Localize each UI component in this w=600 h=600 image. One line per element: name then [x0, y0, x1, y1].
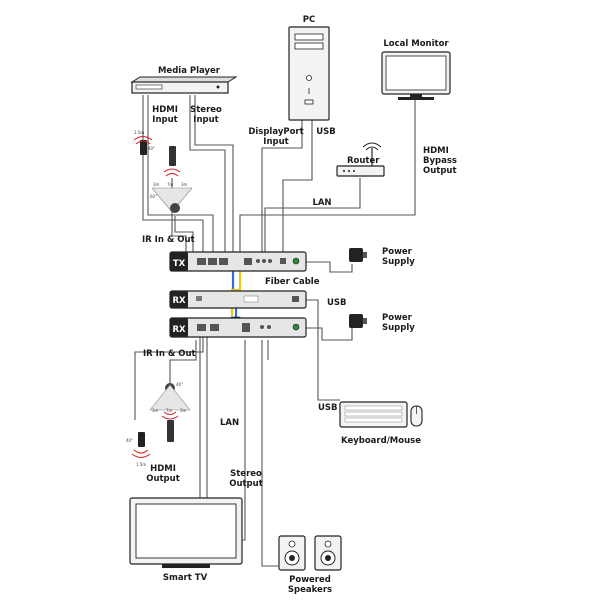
stereo-input-label-2: Input	[193, 115, 218, 125]
cables	[134, 95, 416, 567]
cable-hdmi-bypass	[239, 99, 416, 255]
local-monitor-label: Local Monitor	[383, 39, 449, 49]
ir-bottom-dist-1: 3m	[152, 408, 159, 413]
cable-usb-keyboard	[304, 299, 340, 401]
powered-speakers	[278, 535, 342, 571]
usb-keyboard-label: USB	[318, 403, 338, 413]
ir-dist-2: 7m	[167, 182, 174, 187]
power-supply-tx-2: Supply	[382, 257, 415, 267]
lan-top-label: LAN	[312, 198, 331, 208]
hdmi-output-label-2: Output	[146, 474, 180, 484]
usb-rx-label: USB	[327, 298, 347, 308]
usb-pc-label: USB	[316, 127, 336, 137]
cable-ir-top	[174, 216, 194, 255]
cable-media-stereo-2	[194, 95, 234, 255]
power-adapter-tx	[349, 248, 367, 262]
local-monitor	[381, 51, 451, 100]
cable-media-hdmi-1	[142, 95, 204, 255]
cable-ir-bottom-2	[169, 340, 197, 385]
fiber-cable-label: Fiber Cable	[265, 277, 320, 287]
rx-unit-front	[169, 290, 307, 309]
keyboard-mouse	[339, 401, 423, 428]
ir-bottom-dist-3: 3m	[180, 408, 187, 413]
ir-bottom-angle-1: 40°	[176, 382, 183, 387]
hdmi-bypass-label-1: HDMI	[423, 146, 449, 156]
ir-in-out-bottom-label: IR In & Out	[143, 349, 196, 359]
hdmi-bypass-label-3: Output	[423, 166, 457, 176]
cable-ir-bottom	[134, 335, 204, 420]
ir-emitter-bottom	[131, 432, 151, 458]
cable-lan-top	[264, 178, 361, 255]
ir-bottom-distance: 1.5m	[136, 462, 146, 467]
router-label: Router	[347, 156, 380, 166]
ir-receiver-bottom	[149, 383, 191, 442]
pc-tower	[288, 26, 330, 121]
cable-power-tx	[306, 261, 353, 273]
smart-tv-label: Smart TV	[163, 573, 208, 583]
powered-speakers-label-2: Speakers	[288, 585, 332, 595]
ir-side-angle: 60°	[150, 194, 157, 199]
power-supply-rx-2: Supply	[382, 323, 415, 333]
media-player	[130, 76, 238, 94]
cable-media-stereo	[189, 95, 226, 255]
cable-pc-displayport	[261, 120, 303, 255]
ir-dist-3: 3m	[181, 182, 188, 187]
cable-pc-usb	[282, 120, 313, 255]
ir-in-out-top-label: IR In & Out	[142, 235, 195, 245]
displayport-input-label-1: DisplayPort	[248, 127, 303, 137]
powered-speakers-label-1: Powered	[289, 575, 331, 585]
stereo-input-label-1: Stereo	[190, 105, 222, 115]
hdmi-bypass-label-2: Bypass	[423, 156, 457, 166]
displayport-input-label-2: Input	[263, 137, 288, 147]
rx-2-label: RX	[172, 325, 186, 335]
cable-stereo-output	[261, 340, 278, 567]
rx-unit-back	[169, 317, 307, 338]
cable-media-hdmi-2	[147, 95, 214, 255]
hdmi-input-label-2: Input	[152, 115, 177, 125]
keyboard-mouse-label: Keyboard/Mouse	[341, 436, 421, 446]
power-supply-tx-1: Power	[382, 247, 413, 257]
lan-bottom-label: LAN	[220, 418, 239, 428]
ir-receiver-top	[151, 146, 193, 213]
power-supply-rx-1: Power	[382, 313, 413, 323]
ir-top-distance: 1.5m	[134, 130, 144, 135]
ir-bottom-dist-2: 7m	[166, 408, 173, 413]
smart-tv	[129, 497, 243, 568]
ir-bottom-angle-2: 40°	[126, 438, 133, 443]
media-player-label: Media Player	[158, 66, 221, 76]
cable-power-rx	[306, 327, 353, 341]
hdmi-output-label-1: HDMI	[150, 464, 176, 474]
router	[336, 142, 385, 177]
ir-top-angle: 40°	[148, 146, 155, 151]
pc-label: PC	[303, 15, 315, 25]
ir-emitter-top	[133, 136, 153, 155]
power-adapter-rx	[349, 314, 367, 328]
tx-label: TX	[173, 259, 186, 269]
stereo-output-label-1: Stereo	[230, 469, 262, 479]
tx-unit	[169, 251, 307, 272]
hdmi-input-label-1: HDMI	[152, 105, 178, 115]
stereo-output-label-2: Output	[229, 479, 263, 489]
rx-1-label: RX	[172, 296, 186, 306]
ir-dist-1: 3m	[153, 182, 160, 187]
